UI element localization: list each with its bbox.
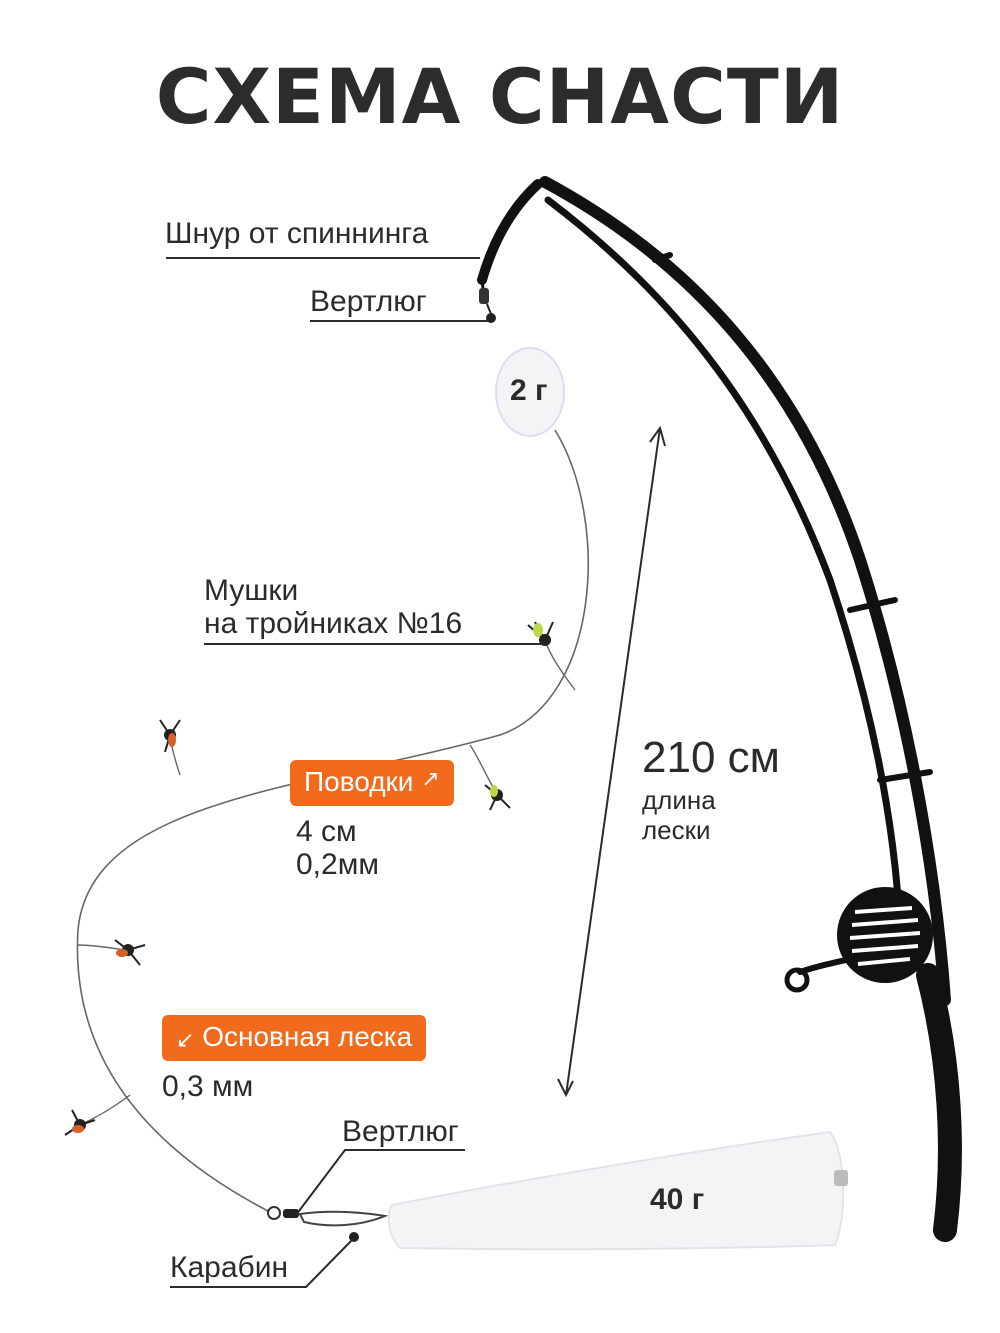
fly-icon [64, 1109, 96, 1136]
rod-guide [847, 597, 898, 613]
leaders-length: 4 см [296, 815, 357, 848]
label-line-from-rod: Шнур от спиннинга [165, 217, 429, 250]
label-snap: Карабин [170, 1251, 289, 1284]
leaders-diameter: 0,2мм [296, 848, 379, 881]
line-length-value: 210 см [642, 733, 780, 782]
fly-icon [159, 719, 181, 753]
line-length-caption-1: длина [642, 785, 716, 815]
reel-icon [837, 887, 933, 983]
rod-blank-outer [539, 176, 951, 1006]
leaders-badge: Поводки ↗ [290, 760, 454, 806]
callout-lines [166, 257, 542, 1288]
arrow-down-left-icon: ↙ [176, 1027, 195, 1052]
fly-icon [114, 939, 146, 966]
small-sinker-icon [495, 347, 565, 437]
reel-knob [784, 967, 810, 993]
line-length-caption-2: лески [642, 815, 711, 845]
arrow-up-right-icon: ↗ [421, 766, 440, 791]
swivel-top-icon [479, 288, 489, 304]
page-title: СХЕМА СНАСТИ [155, 52, 845, 141]
main-line-badge-label: Основная леска [202, 1021, 413, 1052]
snap-icon [298, 1210, 389, 1227]
large-weight-label: 40 г [650, 1183, 705, 1216]
main-line [76, 429, 589, 1213]
rod-blank-inner [544, 196, 904, 934]
swivel-bottom-ring [267, 1206, 281, 1220]
rod-guide [877, 769, 933, 783]
top-rig [479, 279, 565, 437]
rod-handle [916, 963, 962, 1242]
label-flies-line2: на тройниках №16 [204, 607, 463, 640]
label-flies-line1: Мушки [204, 574, 299, 607]
main-line-diameter: 0,3 мм [162, 1070, 254, 1103]
bottom-rig [267, 1130, 848, 1251]
leaders-badge-label: Поводки [304, 766, 414, 797]
label-swivel-top: Вертлюг [310, 285, 427, 318]
fly-icon [484, 784, 511, 811]
rod-guide [652, 252, 673, 263]
swivel-bottom-icon [283, 1209, 299, 1218]
length-arrow-icon [557, 425, 666, 1098]
large-sinker-icon [387, 1130, 845, 1251]
rod-tip [477, 179, 543, 285]
fishing-rod-icon [477, 176, 951, 1006]
label-swivel-bottom: Вертлюг [342, 1115, 459, 1148]
fly-icon [527, 621, 554, 646]
small-weight-label: 2 г [510, 374, 548, 407]
main-line-badge: ↙ Основная леска [162, 1015, 427, 1061]
swivel-top-ring [486, 313, 496, 323]
